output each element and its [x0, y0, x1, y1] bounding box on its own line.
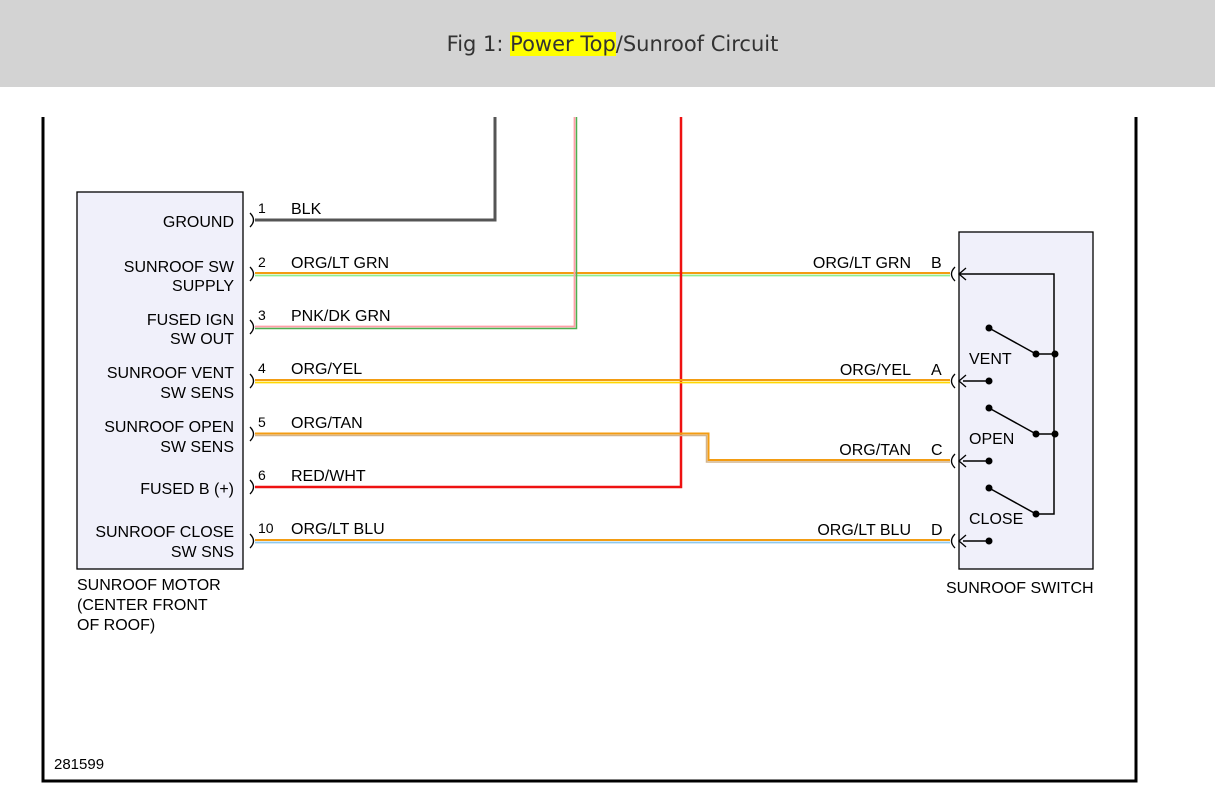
figure-caption: Fig 1: Power Top/Sunroof Circuit: [437, 31, 779, 56]
wires: [255, 117, 950, 544]
switch-connector-a: [950, 373, 967, 389]
switch-name: SUNROOF SWITCH: [946, 580, 1094, 597]
switch-pin-a: A: [931, 362, 942, 379]
switch-pin-d: D: [931, 522, 943, 539]
close-switch-arm: [988, 487, 1037, 515]
wire-org-yel: [255, 379, 950, 384]
motor-name-line-3: OF ROOF): [77, 617, 155, 634]
motor-label-fused-ign-1: FUSED IGN: [147, 312, 234, 329]
caption-highlight: Power Top: [510, 31, 616, 56]
motor-connector-6: [249, 479, 255, 495]
motor-name-line-2: (CENTER FRONT: [77, 597, 208, 614]
switch-position-open: OPEN: [969, 431, 1014, 448]
caption-suffix: /Sunroof Circuit: [615, 31, 779, 56]
motor-connector-10: [249, 533, 255, 549]
switch-position-vent: VENT: [969, 351, 1012, 368]
motor-pin-6: 6: [258, 467, 266, 483]
switch-connectors: [950, 266, 967, 549]
wire-label-org-ltgrn-switch: ORG/LT GRN: [813, 255, 911, 272]
diagram-frame: [41, 117, 1138, 783]
switch-wire-labels: ORG/LT GRN ORG/YEL ORG/TAN ORG/LT BLU: [813, 255, 911, 539]
motor-connectors: [249, 212, 255, 549]
wire-org-ltgrn: [255, 272, 950, 277]
wire-label-red-wht: RED/WHT: [291, 468, 366, 485]
wire-label-org-ltblu-motor: ORG/LT BLU: [291, 521, 385, 538]
motor-connector-3: [249, 319, 255, 335]
wire-label-org-ltgrn-motor: ORG/LT GRN: [291, 255, 389, 272]
caption-bar: Fig 1: Power Top/Sunroof Circuit: [0, 0, 1215, 87]
wire-label-org-tan-switch: ORG/TAN: [839, 442, 911, 459]
motor-name-line-1: SUNROOF MOTOR: [77, 577, 221, 594]
figure-id: 281599: [54, 756, 104, 773]
motor-connector-4: [249, 373, 255, 389]
switch-pin-c: C: [931, 442, 943, 459]
caption-prefix: Fig 1:: [446, 31, 511, 56]
wire-red-wht: [255, 117, 683, 489]
wire-blk: [255, 117, 497, 222]
switch-connector-c: [950, 453, 967, 469]
wire-label-org-tan-motor: ORG/TAN: [291, 415, 363, 432]
motor-pin-2: 2: [258, 254, 266, 270]
wire-org-tan: [255, 432, 950, 463]
motor-label-ground: GROUND: [163, 214, 234, 231]
wire-label-pnk-dkgrn: PNK/DK GRN: [291, 308, 391, 325]
motor-wire-labels: BLK ORG/LT GRN PNK/DK GRN ORG/YEL ORG/TA…: [291, 201, 391, 538]
vent-switch-arm: [988, 327, 1037, 355]
motor-label-close-sns-2: SW SNS: [171, 544, 234, 561]
motor-label-sw-supply-1: SUNROOF SW: [124, 259, 235, 276]
switch-connector-d: [950, 533, 967, 549]
motor-label-fused-ign-2: SW OUT: [170, 331, 234, 348]
motor-label-close-sns-1: SUNROOF CLOSE: [95, 524, 234, 541]
wire-label-org-ltblu-switch: ORG/LT BLU: [817, 522, 911, 539]
wire-pnk-dkgrn: [255, 117, 578, 330]
motor-label-open-sens-2: SW SENS: [160, 439, 234, 456]
motor-connector-2: [249, 266, 255, 282]
switch-bus: [959, 273, 1055, 515]
motor-label-sw-supply-2: SUPPLY: [172, 278, 234, 295]
switch-position-labels: VENT OPEN CLOSE: [969, 351, 1023, 528]
switch-position-close: CLOSE: [969, 511, 1023, 528]
motor-label-vent-sens-2: SW SENS: [160, 385, 234, 402]
motor-pin-numbers: 1 2 3 4 5 6 10: [258, 200, 274, 536]
sunroof-motor-box: [76, 191, 244, 570]
wire-label-blk: BLK: [291, 201, 322, 218]
switch-pin-letters: B A C D: [931, 255, 943, 539]
motor-pin-10: 10: [258, 520, 274, 536]
wire-label-org-yel-switch: ORG/YEL: [840, 362, 911, 379]
wire-label-org-yel-motor: ORG/YEL: [291, 361, 362, 378]
motor-pin-5: 5: [258, 414, 266, 430]
motor-label-vent-sens-1: SUNROOF VENT: [107, 365, 234, 382]
motor-connector-1: [249, 212, 255, 228]
switch-contacts: [985, 324, 1059, 545]
motor-pin-1: 1: [258, 200, 266, 216]
motor-pin-labels: GROUND SUNROOF SW SUPPLY FUSED IGN SW OU…: [95, 214, 235, 561]
motor-pin-4: 4: [258, 360, 266, 376]
open-switch-arm: [988, 407, 1037, 435]
motor-pin-3: 3: [258, 307, 266, 323]
switch-pin-b: B: [931, 255, 942, 272]
wire-org-ltblu: [255, 539, 950, 544]
motor-connector-5: [249, 426, 255, 442]
motor-label-open-sens-1: SUNROOF OPEN: [104, 419, 234, 436]
sunroof-switch-box: [958, 231, 1094, 570]
motor-label-fused-b: FUSED B (+): [140, 481, 234, 498]
